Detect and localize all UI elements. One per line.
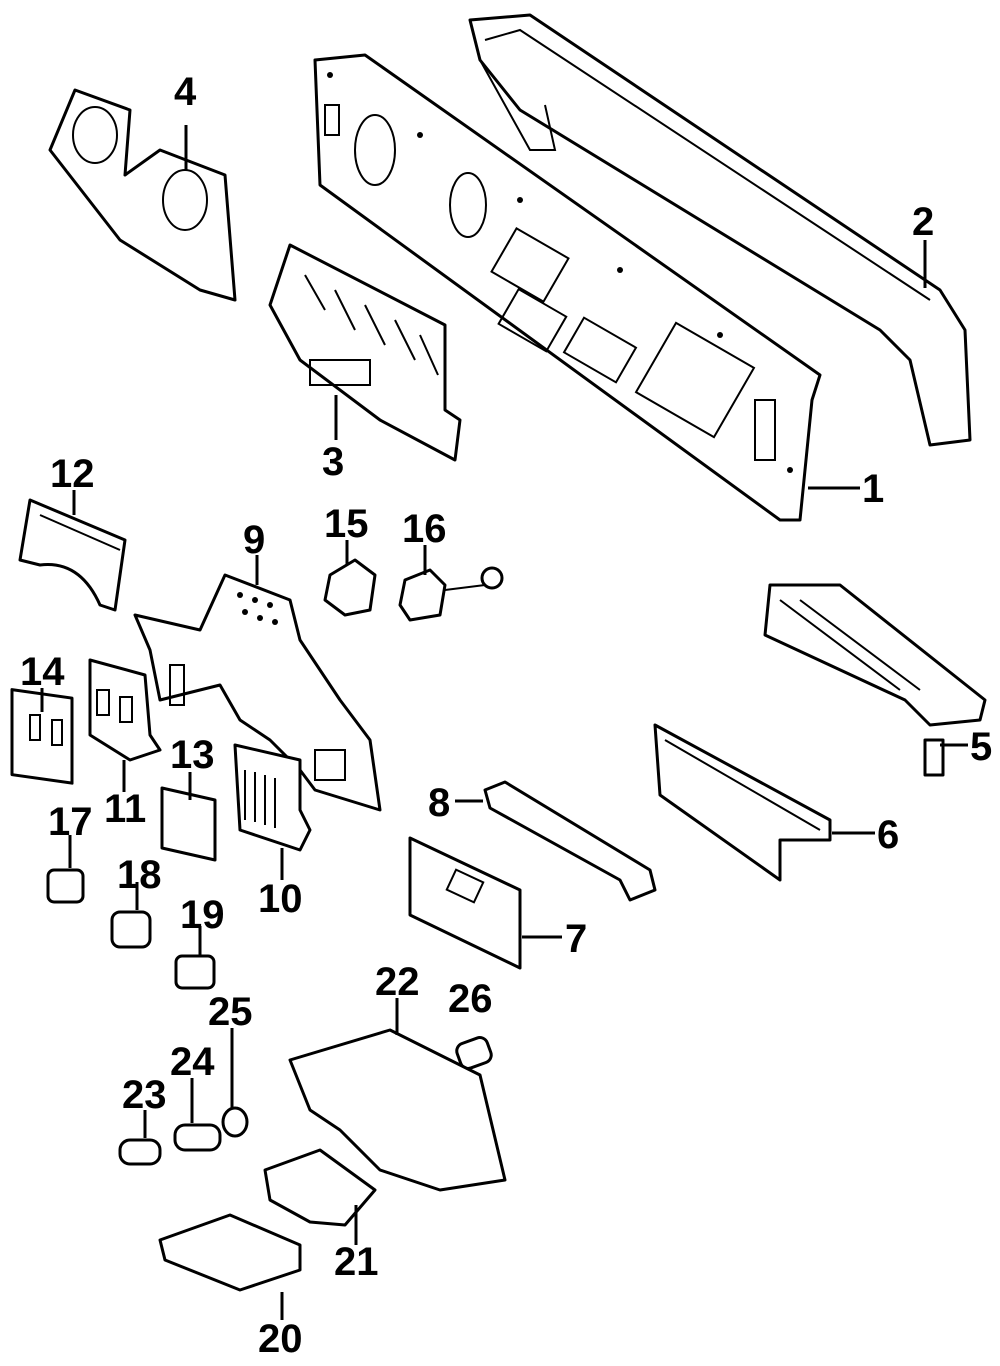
part-12-bracket — [18, 498, 127, 612]
callout-6: 6 — [877, 813, 899, 857]
callout-24: 24 — [170, 1040, 215, 1084]
callout-19: 19 — [180, 893, 225, 937]
callout-4: 4 — [174, 70, 197, 114]
callout-3: 3 — [322, 440, 344, 484]
part-18-clip — [110, 910, 152, 949]
callout-5: 5 — [970, 725, 992, 769]
callout-labels: 1 2 3 4 5 6 7 8 9 10 11 12 13 14 15 16 1… — [20, 70, 992, 1361]
callout-22: 22 — [375, 960, 420, 1004]
part-1-panel-frame — [313, 53, 822, 522]
callout-20: 20 — [258, 1317, 303, 1361]
callout-15: 15 — [324, 502, 369, 546]
callout-1: 1 — [862, 467, 884, 511]
callout-21: 21 — [334, 1240, 379, 1284]
callout-2: 2 — [912, 200, 934, 244]
callout-17: 17 — [48, 800, 93, 844]
part-11-bracket — [88, 658, 162, 762]
leader-lines — [40, 125, 968, 1320]
part-26-bulb — [455, 1036, 493, 1070]
part-16-switch-harness — [398, 566, 504, 622]
callout-26: 26 — [448, 977, 493, 1021]
part-13-plate — [160, 786, 217, 862]
part-5-glove-bezel — [763, 583, 987, 777]
callout-12: 12 — [50, 452, 95, 496]
part-10-fuse-block — [233, 743, 312, 852]
part-4-duct — [48, 88, 237, 302]
part-9-lower-trim — [133, 573, 382, 812]
callout-23: 23 — [122, 1073, 167, 1117]
part-21-tray — [263, 1148, 377, 1227]
part-24-socket — [173, 1123, 222, 1152]
part-25-ring — [221, 1106, 249, 1138]
part-8-support — [483, 780, 657, 902]
callout-8: 8 — [428, 781, 450, 825]
callout-18: 18 — [117, 853, 162, 897]
callout-7: 7 — [565, 917, 587, 961]
part-7-glove-door — [408, 836, 522, 970]
part-17-clip — [46, 868, 85, 904]
callout-14: 14 — [20, 650, 65, 694]
callout-9: 9 — [243, 518, 265, 562]
part-22-console — [288, 1028, 507, 1192]
part-19-clip — [174, 954, 216, 990]
part-15-switch — [323, 558, 377, 617]
part-23-socket — [118, 1138, 162, 1166]
callout-16: 16 — [402, 507, 447, 551]
callout-10: 10 — [258, 877, 303, 921]
callout-11: 11 — [104, 787, 146, 831]
part-20-ash-tray — [158, 1213, 302, 1292]
part-6-glove-bin — [653, 723, 832, 882]
part-3-vent-bezel — [268, 243, 462, 462]
callout-13: 13 — [170, 733, 215, 777]
part-2-dash-pad — [468, 13, 972, 447]
callout-25: 25 — [208, 990, 253, 1034]
